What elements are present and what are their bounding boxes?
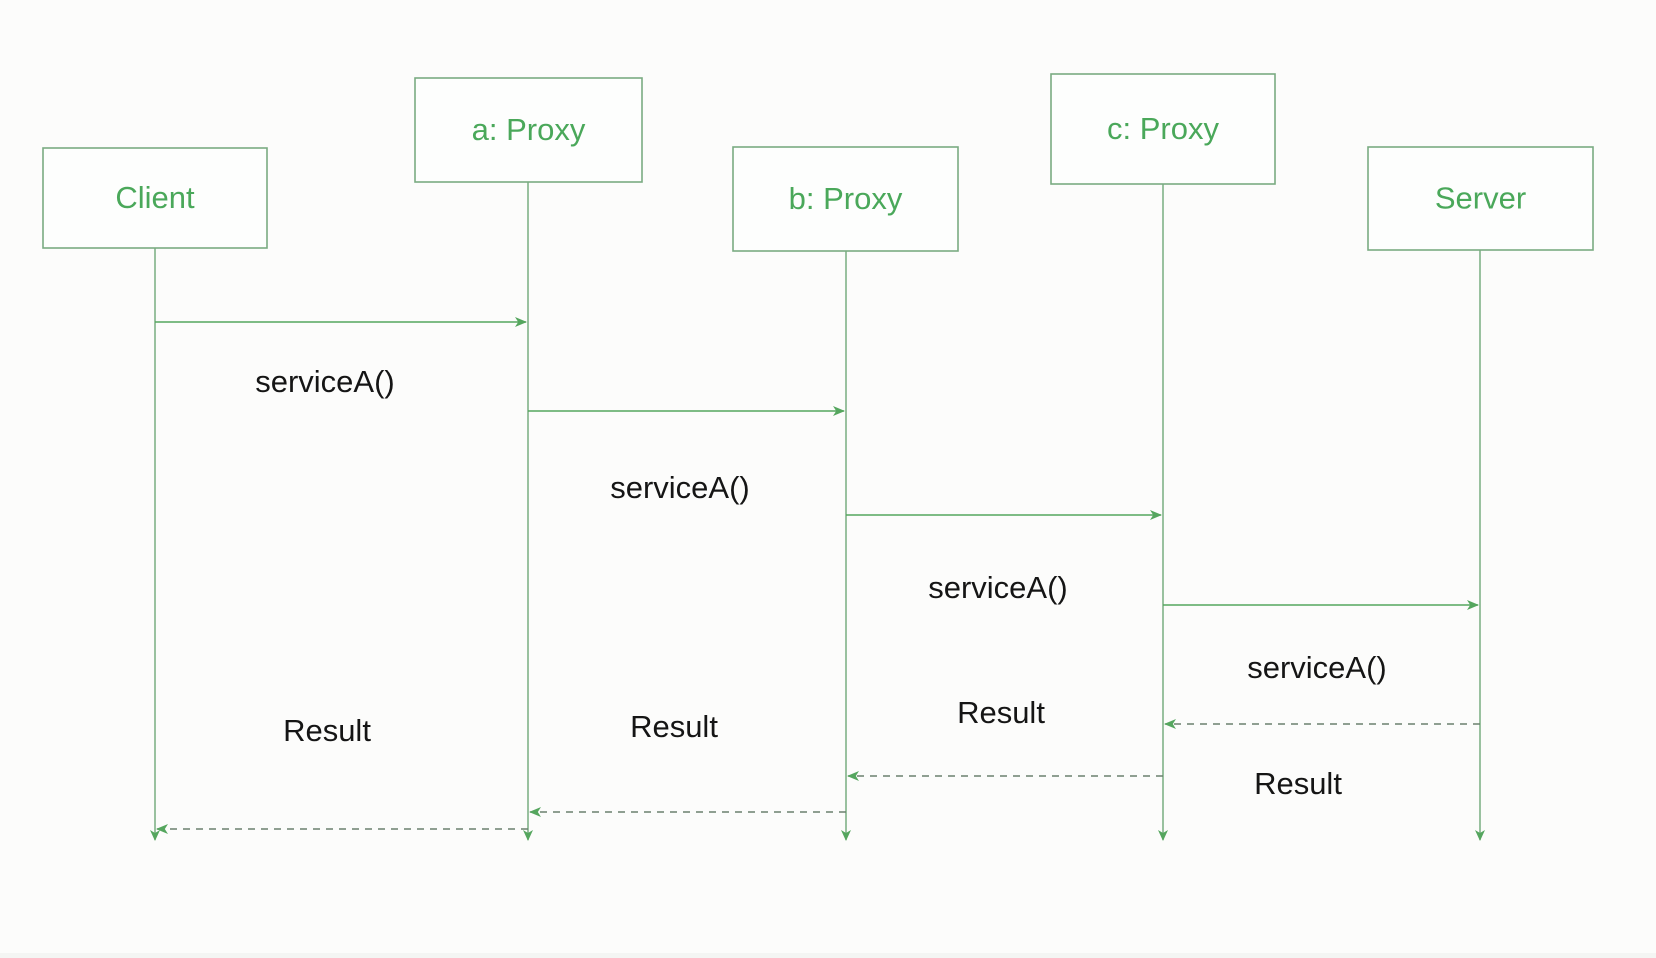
participant-box-c <box>1050 73 1276 185</box>
message-label-5: Result <box>957 695 1045 730</box>
participant-label-b: b: Proxy <box>789 181 903 216</box>
participant-box-a <box>414 77 643 183</box>
participant-box-server <box>1367 146 1594 251</box>
participant-label-client: Client <box>115 180 195 215</box>
message-label-6: Result <box>630 709 718 744</box>
participant-label-server: Server <box>1435 181 1526 216</box>
participant-box-client <box>42 147 268 249</box>
participant-label-c: c: Proxy <box>1107 111 1219 146</box>
message-label-0: serviceA() <box>255 364 395 399</box>
message-label-2: serviceA() <box>928 570 1068 605</box>
participant-label-a: a: Proxy <box>472 112 586 147</box>
lifelines-layer <box>150 182 1485 841</box>
message-label-4: Result <box>1254 766 1342 801</box>
message-label-3: serviceA() <box>1247 650 1387 685</box>
message-label-1: serviceA() <box>610 470 750 505</box>
messages-layer: serviceA() serviceA() serviceA() serviceA()… <box>155 317 1480 834</box>
message-label-7: Result <box>283 713 371 748</box>
participant-box-b <box>732 146 959 252</box>
